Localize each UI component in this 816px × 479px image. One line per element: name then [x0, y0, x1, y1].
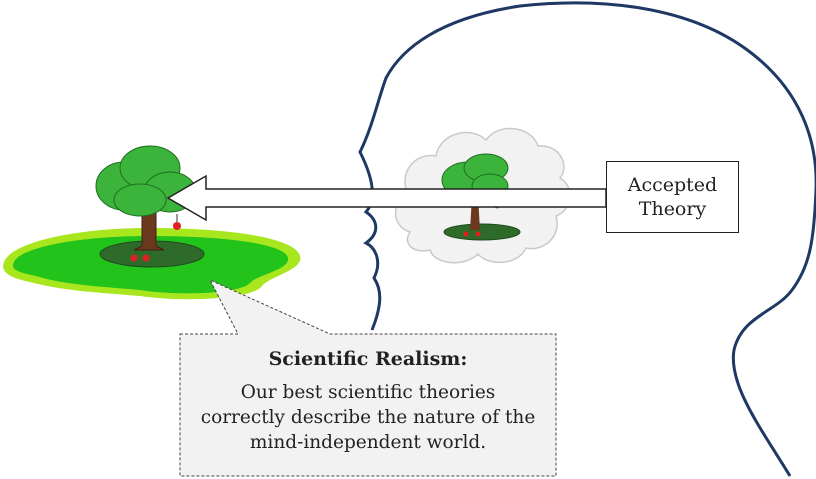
callout-body-line2: correctly describe the nature of the — [200, 407, 536, 428]
callout-body-line3: mind-independent world. — [249, 432, 487, 453]
scientific-realism-callout: Scientific Realism: Our best scientific … — [180, 334, 556, 476]
apple-hanging — [173, 222, 181, 230]
reference-arrow — [166, 174, 607, 222]
theory-label-line2: Theory — [638, 198, 707, 220]
island-world — [3, 145, 301, 300]
theory-label-line1: Accepted — [627, 174, 718, 196]
accepted-theory-box: Accepted Theory — [606, 161, 739, 233]
callout-body-line1: Our best scientific theories — [240, 382, 496, 403]
callout-title: Scientific Realism: — [268, 348, 468, 370]
callout-bubble — [179, 278, 557, 477]
head-outline — [358, 1, 816, 477]
